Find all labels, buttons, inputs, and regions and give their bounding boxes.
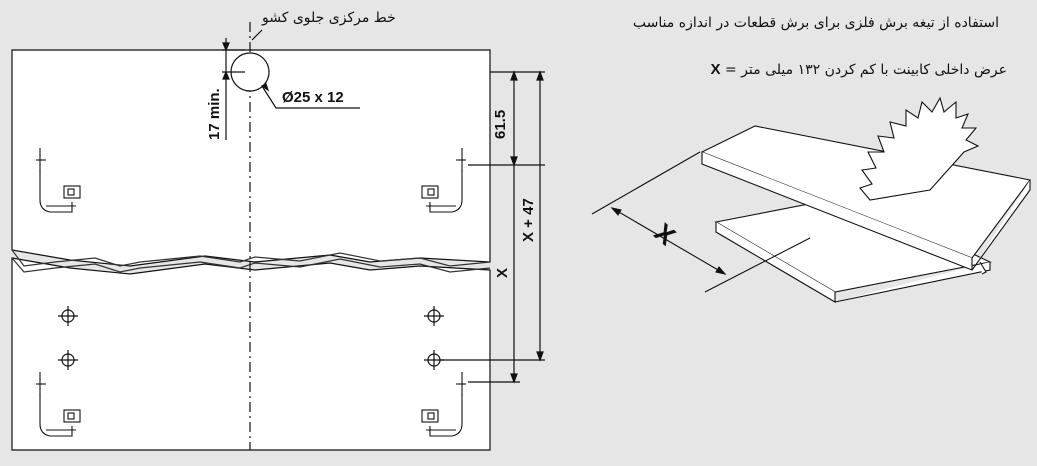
diagram-x-dim <box>611 207 726 275</box>
x-definition: X = عرض داخلی کابینت با کم کردن ۱۳۲ میلی… <box>711 61 1007 78</box>
hole-target-2 <box>58 350 78 370</box>
cutting-illustration <box>591 96 1031 303</box>
x-key: X <box>710 61 721 78</box>
hole-target-3 <box>424 306 444 326</box>
x-equals: = <box>724 62 737 78</box>
hole-leader <box>261 85 360 109</box>
dim-615-label: 61.5 <box>492 109 509 139</box>
panel-lower <box>11 257 491 451</box>
min-17-label: 17 min. <box>206 88 223 140</box>
bracket-upper-right <box>421 148 466 213</box>
cut-note: استفاده از تیغه برش فلزی برای برش قطعات … <box>632 15 999 31</box>
break-line-bottom <box>11 257 491 273</box>
panel-upper <box>11 49 491 267</box>
center-label-leader <box>251 29 263 41</box>
bracket-upper-left <box>36 148 81 213</box>
bracket-lower-left <box>36 372 81 437</box>
hole-target-1 <box>58 306 78 326</box>
dim-x-label: X <box>494 267 511 278</box>
hole-target-4 <box>424 350 444 370</box>
bracket-lower-right <box>421 372 466 437</box>
x-definition-text: عرض داخلی کابینت با کم کردن ۱۳۲ میلی متر <box>741 62 1007 78</box>
saw-blade <box>859 96 980 201</box>
dim-x47-label: X + 47 <box>520 198 537 242</box>
break-line-top <box>11 249 491 267</box>
hole-size-label: Ø25 x 12 <box>282 89 344 106</box>
center-line-label: خط مرکزی جلوی کشو <box>262 10 396 26</box>
